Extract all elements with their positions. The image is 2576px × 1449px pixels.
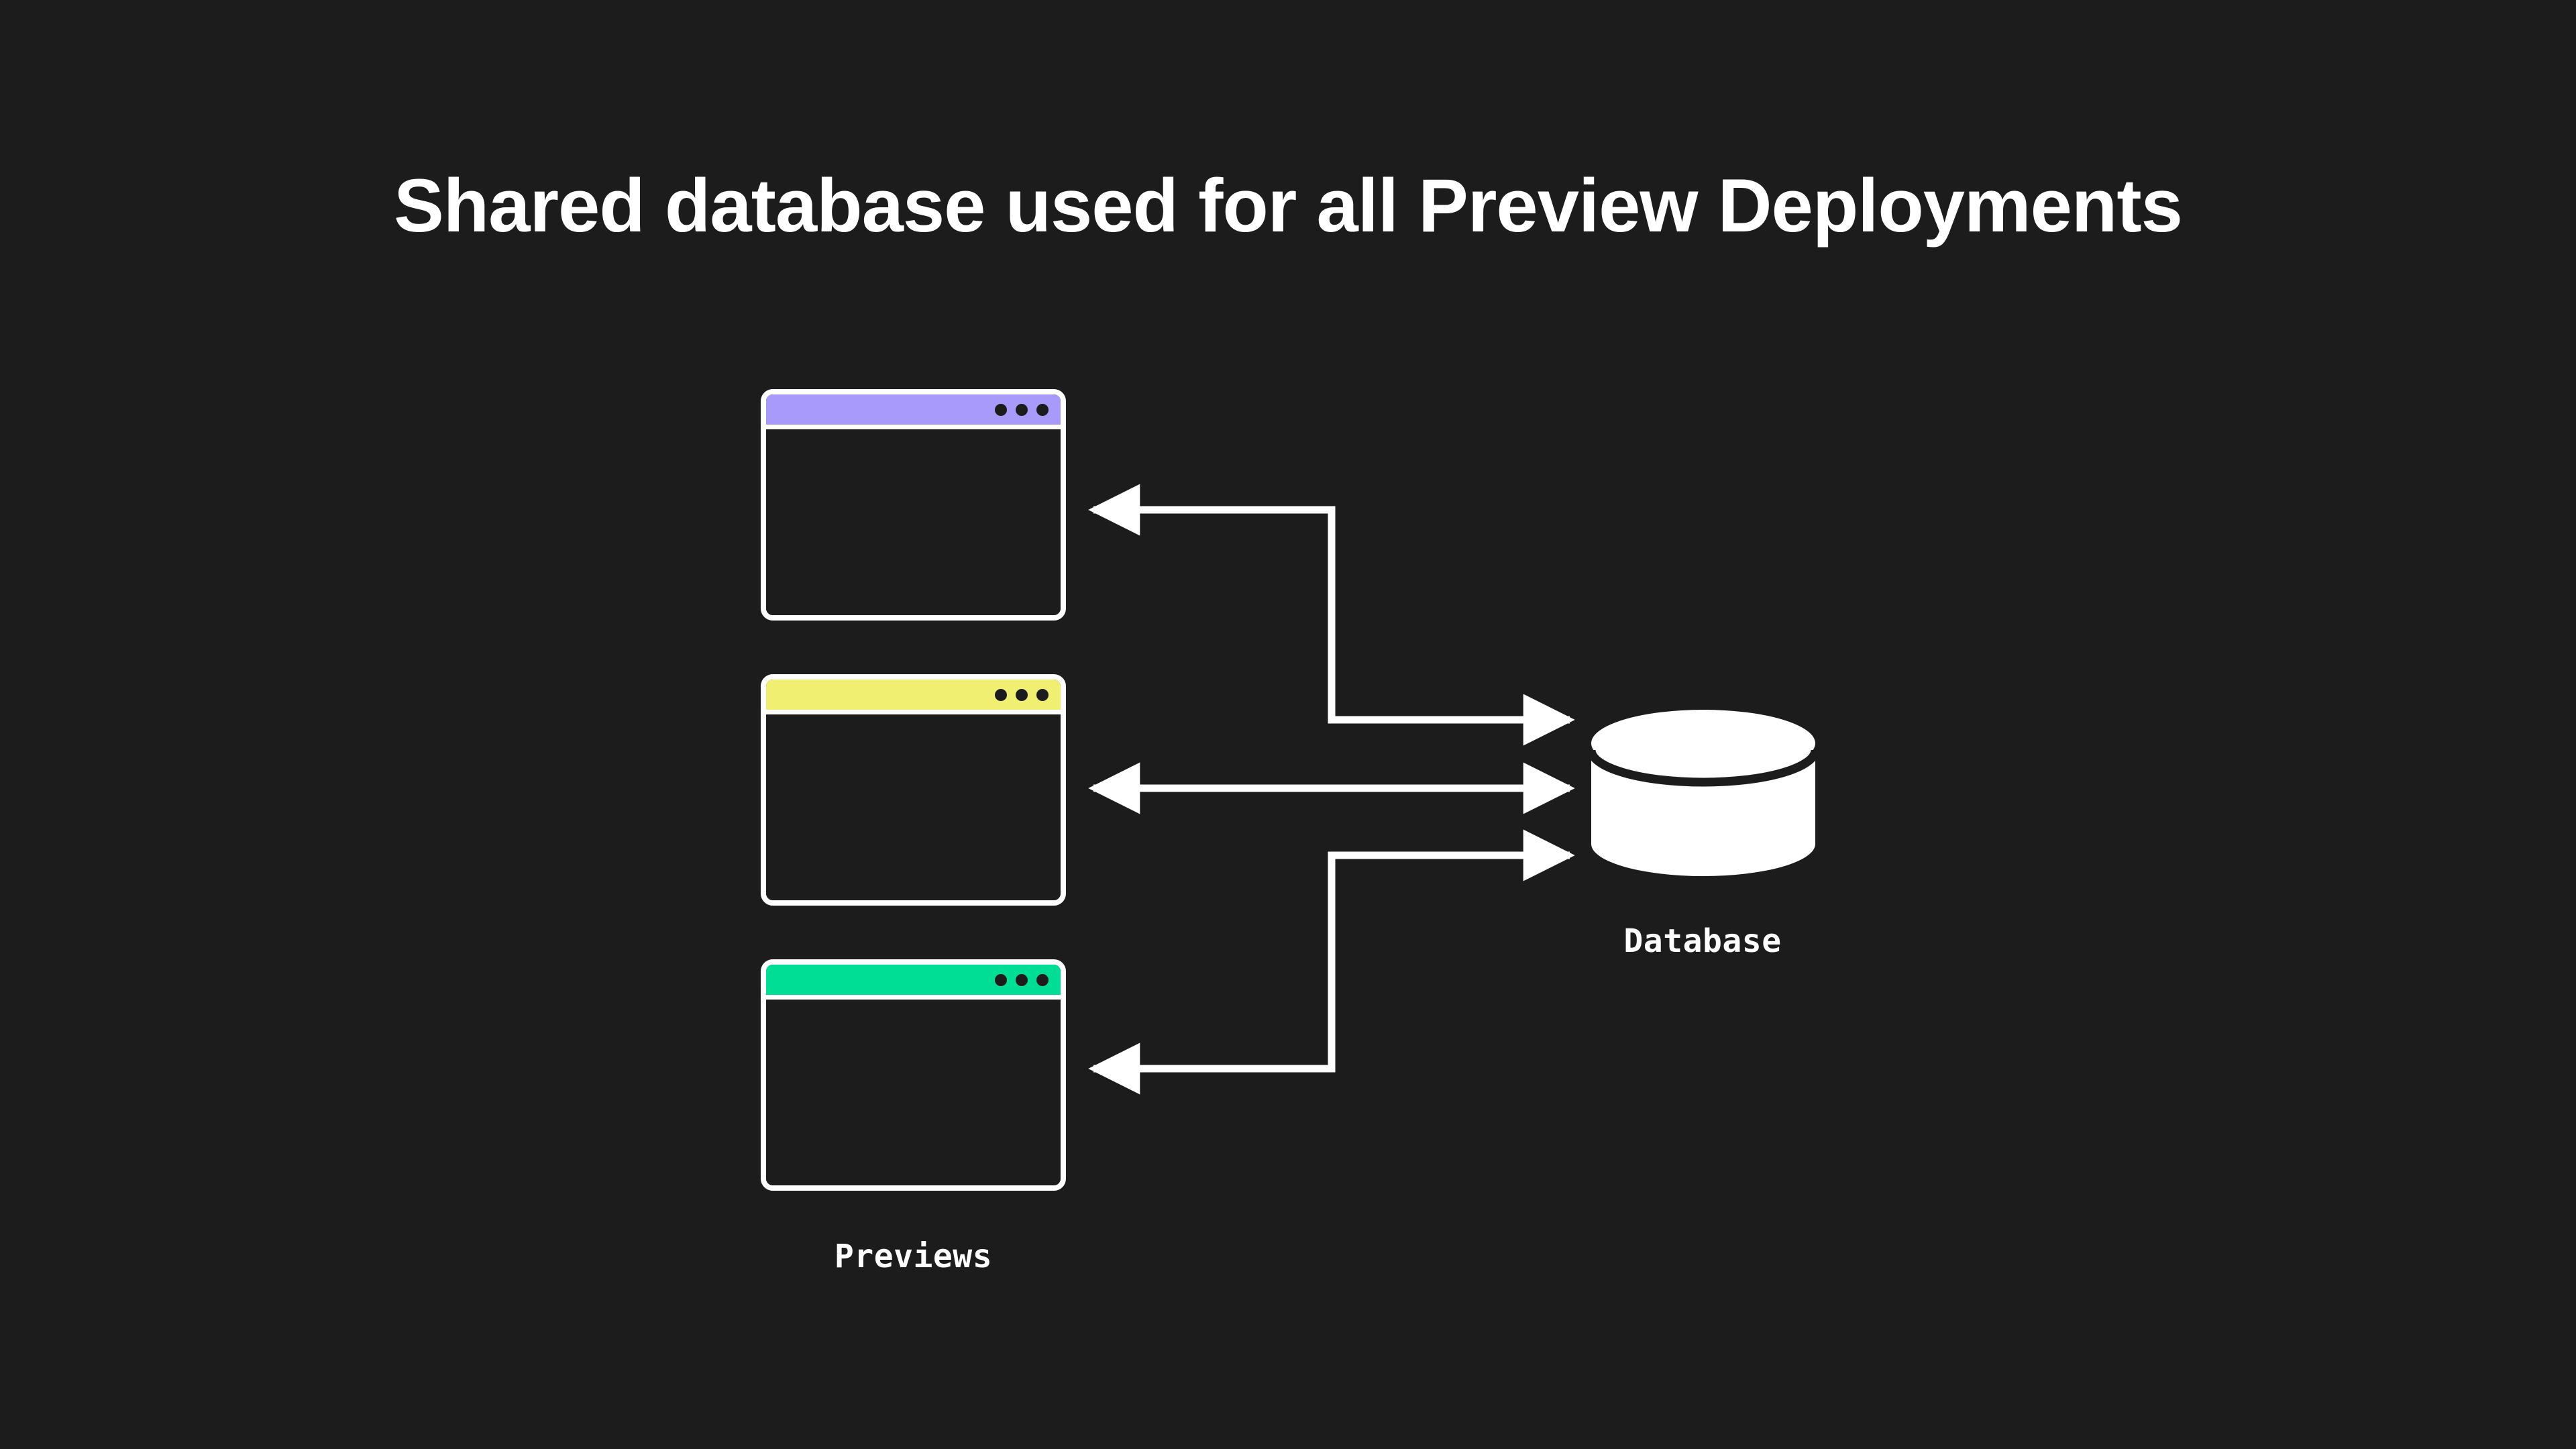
window-dot-icon — [1036, 403, 1049, 416]
window-dot-icon — [995, 403, 1007, 416]
database-cylinder-icon[interactable] — [1587, 710, 1820, 876]
window-dot-icon — [995, 688, 1007, 701]
preview-window-purple[interactable] — [761, 389, 1066, 621]
window-titlebar-yellow — [766, 680, 1061, 714]
connector-green-window-to-database — [1088, 829, 1575, 1095]
preview-window-green[interactable] — [761, 959, 1066, 1191]
previews-label: Previews — [834, 1238, 993, 1275]
window-body — [766, 714, 1061, 896]
window-body — [766, 1000, 1061, 1181]
window-dot-icon — [1016, 403, 1028, 416]
preview-window-yellow[interactable] — [761, 674, 1066, 906]
window-body — [766, 429, 1061, 610]
window-dot-icon — [1016, 973, 1028, 986]
window-dot-icon — [1016, 688, 1028, 701]
window-dot-icon — [995, 973, 1007, 986]
window-titlebar-purple — [766, 394, 1061, 429]
database-label: Database — [1623, 922, 1782, 960]
window-dot-icon — [1036, 688, 1049, 701]
window-dot-icon — [1036, 973, 1049, 986]
window-titlebar-green — [766, 965, 1061, 1000]
connector-purple-window-to-database — [1088, 484, 1575, 746]
page-title: Shared database used for all Preview Dep… — [394, 164, 2183, 248]
